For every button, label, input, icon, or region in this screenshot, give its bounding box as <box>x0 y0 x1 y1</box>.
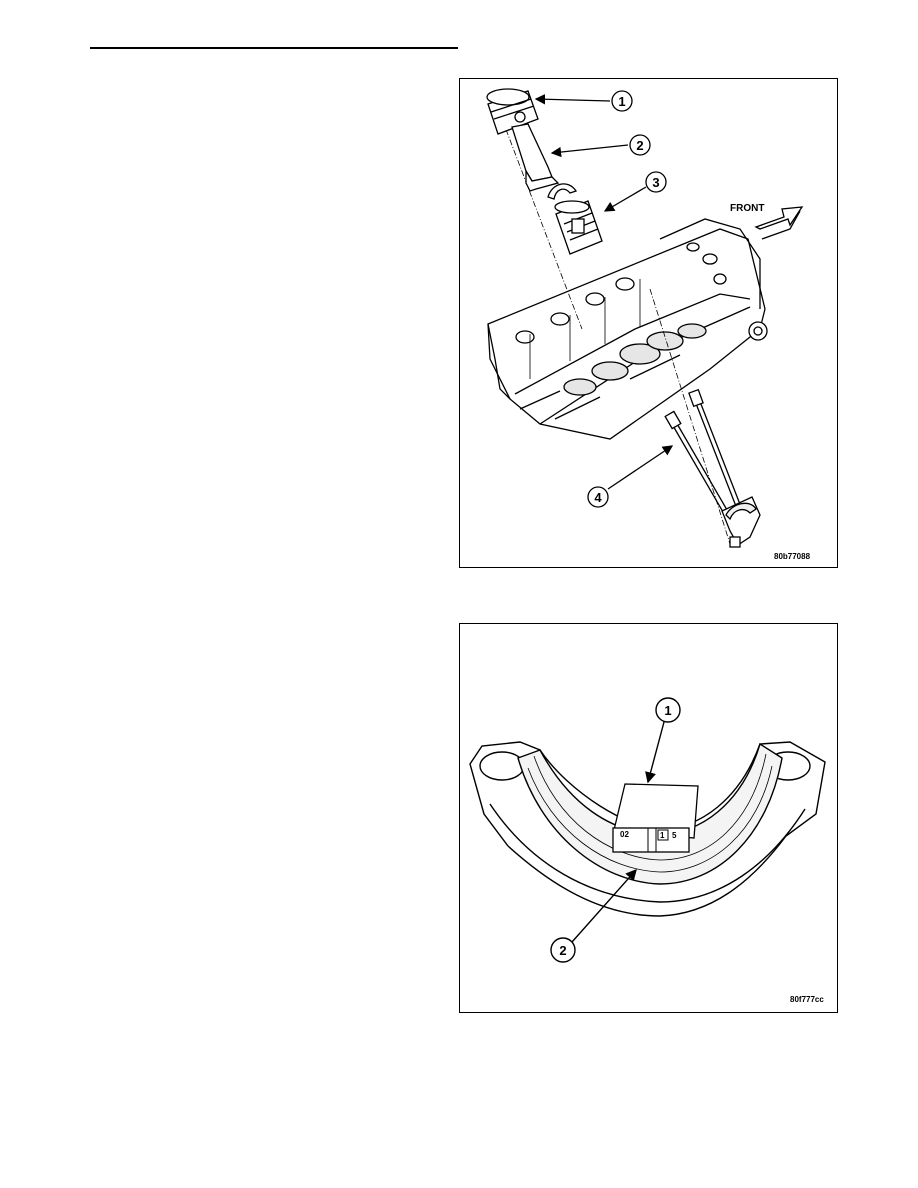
callout-1: 1 <box>655 697 681 723</box>
figure-piston-rod-installation: FRONT 1 2 3 4 80b77088 <box>459 78 838 568</box>
figure-code: 80f777cc <box>790 995 824 1004</box>
callout-2: 2 <box>550 937 576 963</box>
callout-leaders <box>571 721 665 943</box>
piston <box>486 88 539 135</box>
front-arrow: FRONT <box>730 203 804 240</box>
front-label: FRONT <box>730 203 764 214</box>
guide-rods <box>664 388 744 525</box>
bearing-cap-illustration: 02 1 5 1 2 <box>469 697 826 963</box>
callout-1: 1 <box>611 90 633 112</box>
header-rule <box>90 47 458 49</box>
engine-block <box>487 218 768 440</box>
rod-cap <box>721 496 761 548</box>
svg-text:1: 1 <box>664 703 671 718</box>
svg-text:3: 3 <box>652 175 659 190</box>
figure-code: 80b77088 <box>774 552 811 561</box>
rod-bearing-upper <box>547 183 578 200</box>
figure-bearing-shell-marking: 02 1 5 1 2 80f777cc <box>459 623 838 1013</box>
svg-text:4: 4 <box>594 490 602 505</box>
callout-leaders <box>534 94 674 490</box>
ring-compressor <box>554 200 603 255</box>
piston-rod-illustration: FRONT 1 2 3 4 <box>486 88 804 548</box>
svg-text:2: 2 <box>559 943 566 958</box>
bearing-mark-1: 02 <box>620 830 629 839</box>
svg-text:1: 1 <box>618 94 625 109</box>
bearing-mark-3: 5 <box>672 831 677 840</box>
callout-2: 2 <box>629 134 651 156</box>
svg-text:2: 2 <box>636 138 643 153</box>
callout-3: 3 <box>645 171 667 193</box>
callout-4: 4 <box>587 486 609 508</box>
marking-label: 02 1 5 <box>612 783 699 853</box>
bearing-mark-2: 1 <box>660 831 665 840</box>
connecting-rod <box>511 123 560 192</box>
